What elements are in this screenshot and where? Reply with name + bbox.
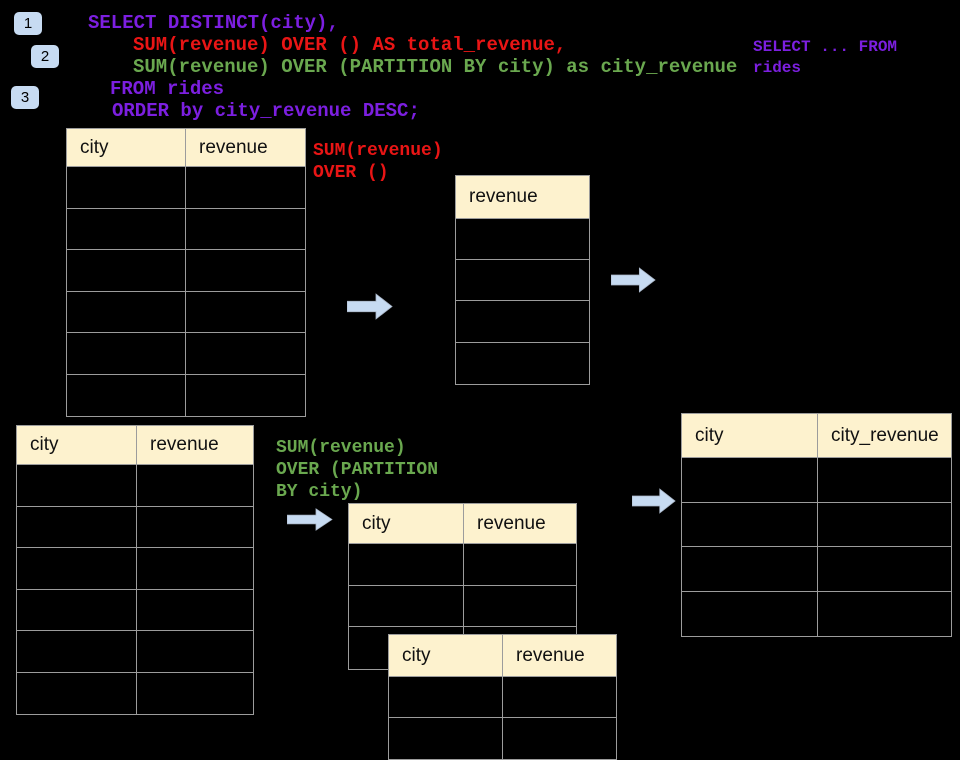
table-row xyxy=(682,547,951,592)
source-table-bottom-header: city revenue xyxy=(17,426,253,465)
table-row xyxy=(67,374,305,416)
sql-code-line-5: ORDER by city_revenue DESC; xyxy=(112,100,420,122)
step-badge-3: 3 xyxy=(11,86,39,109)
table-row xyxy=(456,343,589,384)
partition-table-mid: city revenue xyxy=(348,503,577,671)
total-revenue-label-line-1: SUM(revenue) xyxy=(313,141,443,161)
total-revenue-label-line-2: OVER () xyxy=(313,163,389,183)
column-header-city: city xyxy=(17,426,137,464)
column-header-city: city xyxy=(389,635,503,676)
source-table-top: city revenue xyxy=(66,128,306,417)
right-arrow-icon xyxy=(287,508,333,531)
table-row xyxy=(17,506,253,548)
partition-label-line-1: SUM(revenue) xyxy=(276,438,406,458)
partition-table-front-header: city revenue xyxy=(389,635,616,677)
table-row xyxy=(682,458,951,503)
column-header-revenue: revenue xyxy=(516,644,585,666)
table-row xyxy=(389,677,616,718)
table-row xyxy=(67,167,305,209)
column-header-city: city xyxy=(349,504,464,543)
table-row xyxy=(67,208,305,250)
source-table-bottom: city revenue xyxy=(16,425,254,715)
right-arrow-icon xyxy=(611,267,656,293)
column-header-city: city xyxy=(682,414,818,457)
column-header-revenue: revenue xyxy=(150,434,219,455)
column-header-revenue: revenue xyxy=(477,512,546,534)
table-row xyxy=(67,291,305,333)
table-row xyxy=(17,589,253,631)
city-revenue-result-header: city city_revenue xyxy=(682,414,951,458)
sql-code-line-4: FROM rides xyxy=(110,78,225,100)
column-header-revenue: revenue xyxy=(469,186,538,207)
sql-code-line-1: SELECT DISTINCT(city), xyxy=(88,12,339,34)
table-row xyxy=(17,631,253,673)
table-row xyxy=(17,672,253,714)
table-row xyxy=(456,260,589,302)
source-table-top-header: city revenue xyxy=(67,129,305,167)
partition-table-front: city revenue xyxy=(388,634,617,760)
table-row xyxy=(67,250,305,292)
column-header-city: city xyxy=(67,129,186,166)
side-snippet-line-2: rides xyxy=(753,59,802,77)
step-badge-1: 1 xyxy=(14,12,42,35)
table-row xyxy=(67,333,305,375)
total-revenue-result-table: revenue xyxy=(455,175,590,385)
partition-label-line-2: OVER (PARTITION xyxy=(276,460,439,480)
sql-code-line-2: SUM(revenue) OVER () AS total_revenue, xyxy=(133,34,567,56)
side-snippet-line-1: SELECT ... FROM xyxy=(753,38,898,56)
table-row xyxy=(456,301,589,343)
table-row xyxy=(389,718,616,759)
total-revenue-result-header: revenue xyxy=(456,176,589,219)
step-badge-3-label: 3 xyxy=(20,89,30,106)
sql-code-line-3: SUM(revenue) OVER (PARTITION BY city) as… xyxy=(133,56,738,78)
column-header-revenue: revenue xyxy=(199,136,268,158)
partition-table-mid-header: city revenue xyxy=(349,504,576,544)
right-arrow-icon xyxy=(632,488,676,514)
partition-label-line-3: BY city) xyxy=(276,482,363,502)
column-header-city-revenue: city_revenue xyxy=(831,424,939,446)
table-row xyxy=(349,544,576,586)
table-row xyxy=(682,502,951,547)
right-arrow-icon xyxy=(347,293,393,320)
city-revenue-result-table: city city_revenue xyxy=(681,413,952,637)
table-row xyxy=(17,548,253,590)
table-row xyxy=(682,591,951,636)
table-row xyxy=(17,465,253,507)
step-badge-1-label: 1 xyxy=(23,15,33,32)
table-row xyxy=(456,219,589,261)
step-badge-2: 2 xyxy=(31,45,59,68)
step-badge-2-label: 2 xyxy=(40,48,50,65)
table-row xyxy=(349,585,576,628)
